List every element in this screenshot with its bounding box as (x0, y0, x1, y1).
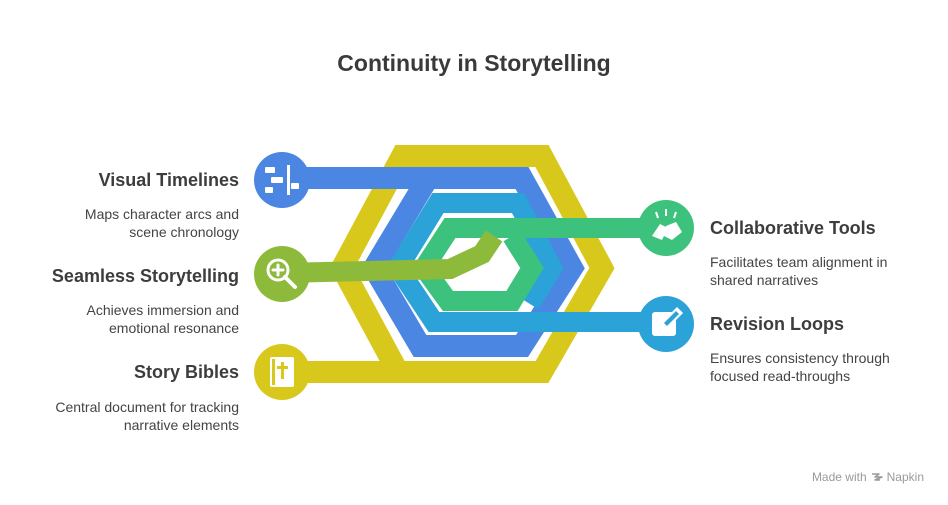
revision-loops-desc-line1: Ensures consistency through (710, 350, 890, 366)
visual-timelines-desc-line2: scene chronology (129, 224, 239, 240)
story-bibles-title: Story Bibles (133, 362, 239, 382)
green-band (411, 218, 665, 311)
timeline-icon (265, 165, 299, 195)
revision-loops-desc: Ensures consistency through focused read… (710, 349, 940, 385)
visual-timelines-node (254, 152, 310, 208)
revision-loops-desc-line2: focused read-throughs (710, 368, 851, 384)
visual-timelines-desc-line1: Maps character arcs and (84, 206, 239, 222)
handshake-icon (652, 209, 682, 240)
story-bibles-desc-line2: narrative elements (123, 417, 239, 433)
revision-loops-node (638, 296, 694, 352)
collaborative-tools-title: Collaborative Tools (710, 218, 876, 238)
lime-band (281, 230, 503, 283)
diagram-title: Continuity in Storytelling (337, 50, 611, 76)
story-bibles-node (254, 344, 310, 400)
revision-loops-title: Revision Loops (710, 314, 845, 334)
seamless-storytelling-node (254, 246, 310, 302)
napkin-logo-icon (871, 473, 883, 481)
cyan-band (386, 193, 665, 332)
collaborative-tools-node (638, 200, 694, 256)
seamless-storytelling-desc-line1: Achieves immersion and (86, 302, 239, 318)
seamless-storytelling-desc-line2: emotional resonance (109, 320, 239, 336)
made-with-napkin-footer[interactable]: Made with Napkin (812, 470, 924, 484)
collaborative-tools-desc-line1: Facilitates team alignment in (710, 254, 888, 270)
story-bibles-desc: Central document for tracking narrative … (9, 398, 239, 434)
magnify-plus-icon (266, 258, 297, 289)
collaborative-tools-desc: Facilitates team alignment in shared nar… (710, 253, 940, 289)
napkin-brand-label: Napkin (886, 470, 924, 484)
made-with-label: Made with (811, 470, 867, 484)
yellow-band (282, 145, 615, 383)
seamless-storytelling-desc: Achieves immersion and emotional resonan… (9, 301, 239, 337)
visual-timelines-title: Visual Timelines (98, 170, 239, 190)
collaborative-tools-desc-line2: shared narratives (710, 272, 819, 288)
edit-icon (652, 306, 684, 336)
seamless-storytelling-title: Seamless Storytelling (51, 266, 239, 286)
visual-timelines-desc: Maps character arcs and scene chronology (9, 205, 239, 241)
story-bibles-desc-line1: Central document for tracking (55, 399, 239, 415)
book-cross-icon (270, 357, 294, 387)
